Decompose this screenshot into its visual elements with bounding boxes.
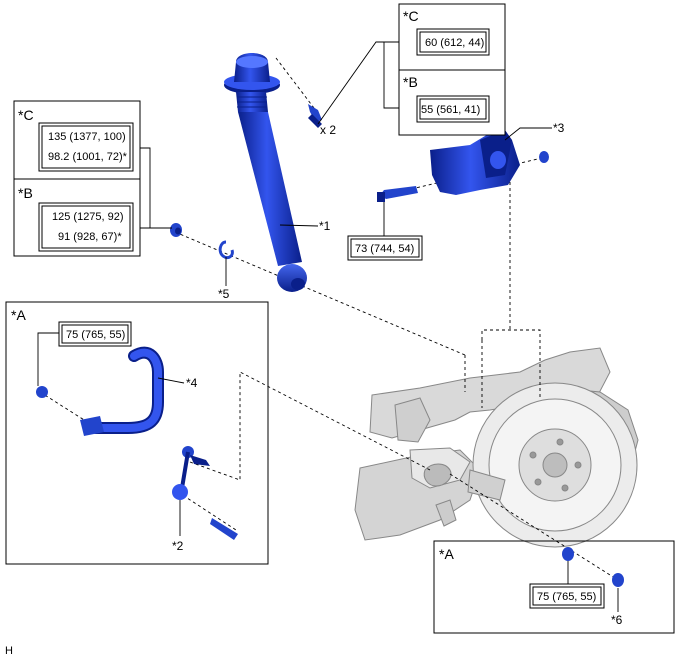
bolt-quantity: x 2: [320, 123, 336, 137]
left-panel-b-label: *B: [18, 185, 33, 201]
stabilizer-box-label: *A: [11, 307, 26, 323]
shock-bolt-icon[interactable]: [308, 104, 322, 128]
washer-part5[interactable]: [218, 240, 234, 260]
left-torque-panel: *C 135 (1377, 100) 98.2 (1001, 72)* *B 1…: [13, 100, 141, 257]
link-bolt-icon[interactable]: [210, 518, 238, 540]
bracket-nut-icon[interactable]: [539, 151, 549, 163]
shock-absorber[interactable]: [224, 53, 307, 292]
lower-box-label: *A: [439, 546, 454, 562]
left-panel-b-torque-2: 91 (928, 67)*: [58, 231, 122, 243]
illustration-code: H: [5, 645, 13, 657]
callout-part6: *6: [611, 613, 623, 627]
stabilizer-nut-icon[interactable]: [36, 386, 48, 398]
bracket-torque-value: 73 (744, 54): [355, 243, 414, 255]
callout-part4: *4: [186, 376, 198, 390]
bracket-bolt-icon[interactable]: [377, 186, 418, 202]
callout-part5: *5: [218, 287, 230, 301]
lower-detail-box: *A 75 (765, 55): [433, 540, 675, 634]
left-panel-c-torque-2: 98.2 (1001, 72)*: [48, 151, 128, 163]
left-panel-c-torque-1: 135 (1377, 100): [48, 131, 126, 143]
lower-box-torque: 75 (765, 55): [537, 591, 596, 603]
panel-b-torque: 55 (561, 41): [421, 104, 480, 116]
panel-b-label: *B: [403, 74, 418, 90]
panel-c-torque: 60 (612, 44): [425, 37, 484, 49]
bushing-nut[interactable]: [170, 223, 182, 237]
part6-nut-icon[interactable]: [612, 573, 624, 587]
callout-part1: *1: [319, 219, 331, 233]
stabilizer-link[interactable]: [172, 446, 210, 500]
lower-nut-icon[interactable]: [562, 547, 574, 561]
stabilizer-box-torque: 75 (765, 55): [66, 329, 125, 341]
panel-c-label: *C: [403, 8, 419, 24]
callout-part2: *2: [172, 539, 184, 553]
stabilizer-bar[interactable]: [80, 346, 164, 436]
knuckle-assembly: [354, 347, 639, 548]
stabilizer-detail-box: *A 75 (765, 55): [5, 301, 269, 565]
left-panel-b-torque-1: 125 (1275, 92): [52, 211, 124, 223]
bracket-torque-box: 73 (744, 54): [347, 235, 423, 261]
left-panel-c-label: *C: [18, 107, 34, 123]
callout-part3: *3: [553, 121, 565, 135]
shock-bracket[interactable]: [430, 130, 520, 195]
top-right-torque-panel: *C 60 (612, 44) *B 55 (561, 41): [398, 3, 506, 136]
